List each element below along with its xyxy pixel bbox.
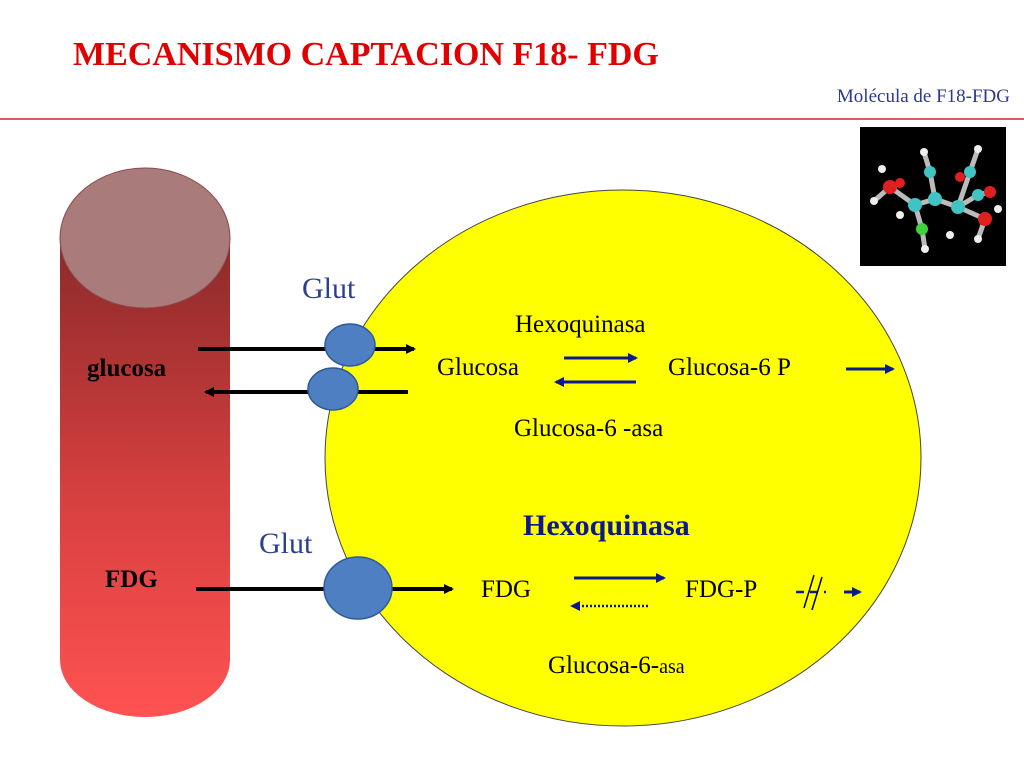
fdg-p-label: FDG-P: [685, 576, 758, 603]
slide-title: MECANISMO CAPTACION F18- FDG: [73, 36, 659, 73]
hexokinase-label-glucose: Hexoquinasa: [515, 311, 646, 338]
molecule-caption: Molécula de F18-FDG: [836, 86, 1010, 107]
vessel-fdg-label: FDG: [105, 566, 158, 593]
glut-transporter-top-2: [307, 367, 359, 411]
molecule-model-icon: [870, 145, 1002, 253]
glucose-6-ase-label: Glucosa-6 -asa: [514, 415, 664, 442]
fdg-substrate-label: FDG: [481, 576, 532, 603]
glut-label-top: Glut: [302, 272, 356, 305]
fdg-blocked-arrow: [796, 574, 862, 611]
hexokinase-label-fdg: Hexoquinasa: [523, 509, 690, 542]
glut-label-bottom: Glut: [259, 527, 313, 560]
cell-body: [324, 189, 922, 727]
glut-transporter-bottom: [323, 556, 393, 620]
glucose-substrate-label: Glucosa: [437, 354, 519, 381]
fdg-molecule-image: [860, 127, 1006, 266]
title-divider: [0, 118, 1024, 120]
glut-transporter-top-1: [324, 323, 376, 367]
fdg-glucose-6-ase-label: Glucosa-6-asa: [548, 652, 685, 679]
glucose-6p-label: Glucosa-6 P: [668, 354, 791, 381]
vessel-glucose-label: glucosa: [87, 355, 167, 382]
blood-vessel: [59, 167, 231, 717]
